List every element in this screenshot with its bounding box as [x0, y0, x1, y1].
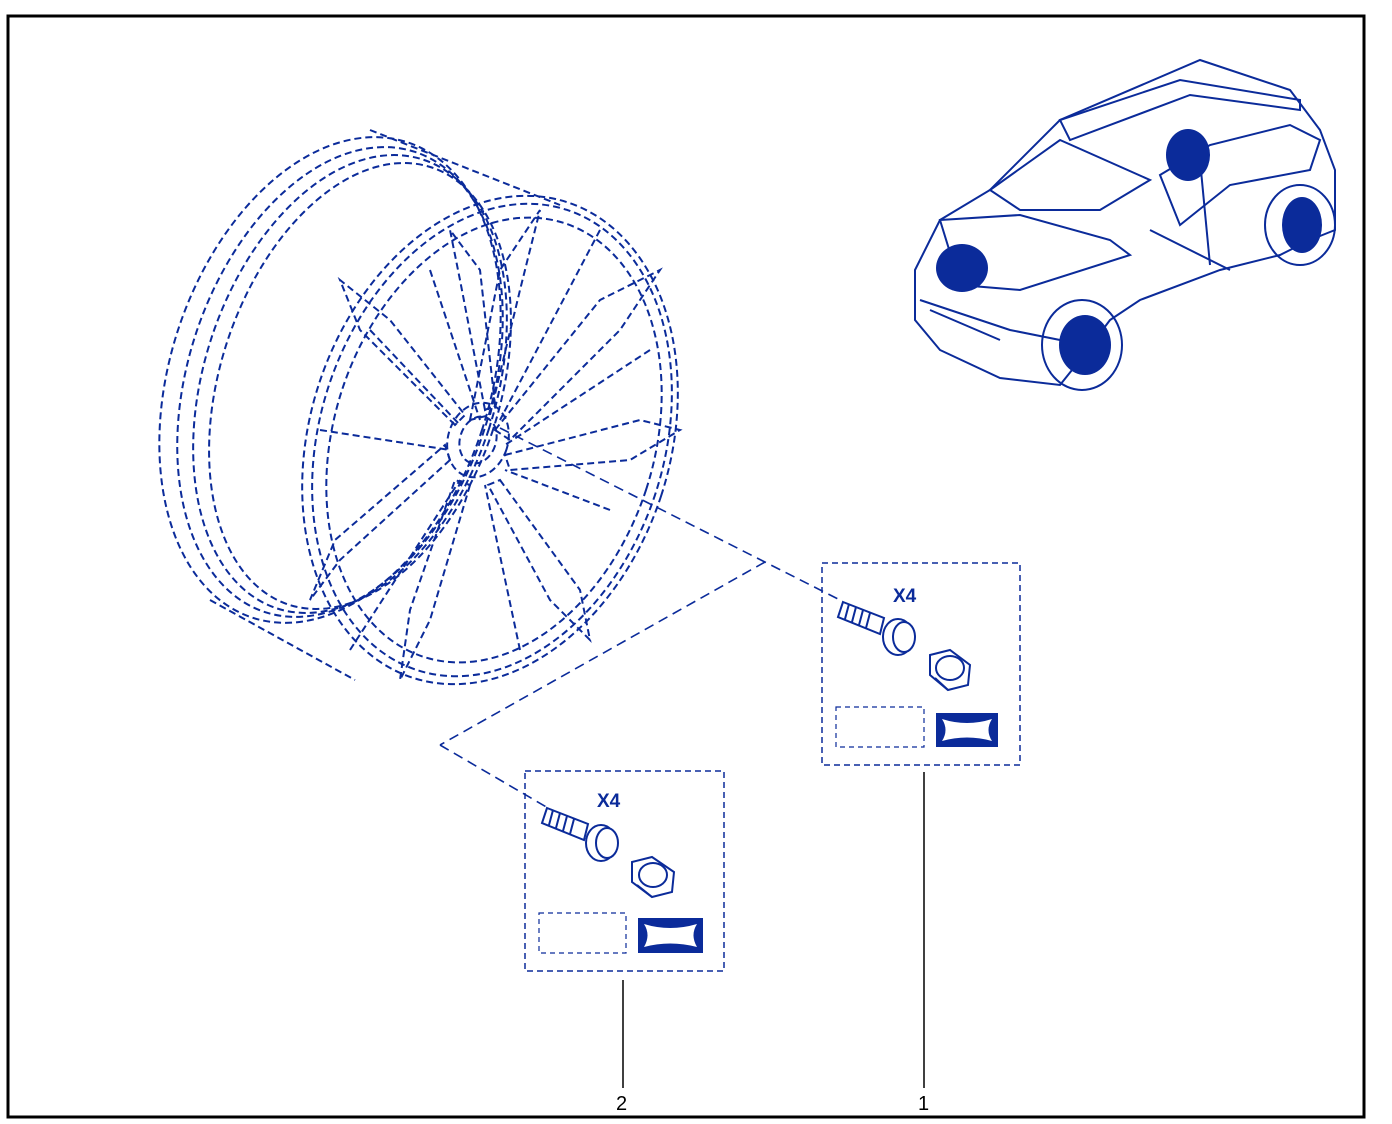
bolt-icon	[836, 600, 916, 656]
kit-2-quantity: X4	[597, 791, 621, 812]
nut-icon	[929, 648, 972, 692]
callout-2-number: 2	[616, 1093, 627, 1115]
wheel-position-markers	[936, 129, 1322, 375]
kit-2-label-icon	[638, 918, 703, 953]
kit-1-empty-label	[835, 706, 925, 748]
vehicle-illustration	[914, 58, 1336, 391]
callout-1-number: 1	[918, 1093, 929, 1115]
nut-icon	[631, 855, 676, 899]
kit-2-box: X4	[524, 770, 725, 972]
marker-front-left	[936, 244, 988, 292]
kit-2-empty-label	[538, 912, 627, 954]
marker-front-right	[1059, 315, 1111, 375]
wheel-illustration	[158, 129, 683, 686]
marker-rear-left	[1166, 129, 1210, 181]
leader-lines	[439, 427, 841, 813]
kit-1-quantity: X4	[893, 586, 917, 607]
kit-1-box: X4	[821, 562, 1021, 766]
bolt-icon	[540, 806, 619, 862]
kit-1-label-icon	[936, 713, 998, 747]
marker-rear-right	[1282, 197, 1322, 253]
frame-border	[6, 14, 1366, 1119]
